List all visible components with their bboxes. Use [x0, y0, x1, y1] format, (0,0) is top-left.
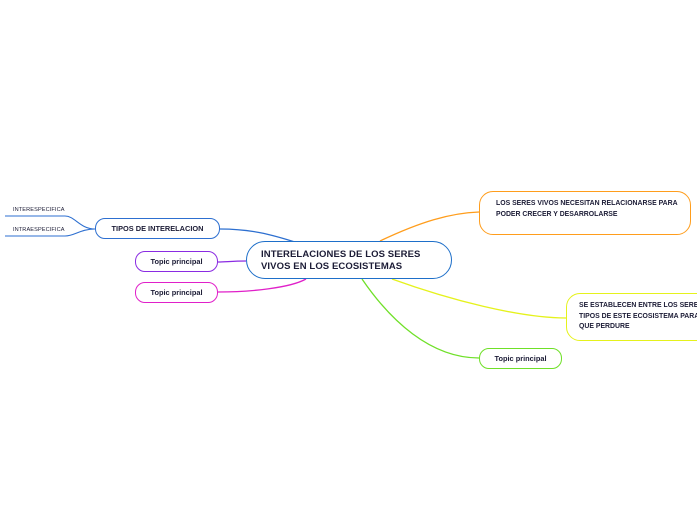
topic-label: TIPOS DE INTERELACION [111, 224, 204, 233]
topic-label: LOS SERES VIVOS NECESITAN RELACIONARSE P… [496, 200, 678, 218]
topic-label: Topic principal [150, 257, 203, 266]
connector-topic1 [217, 260, 247, 263]
topic-se-establecen[interactable]: SE ESTABLECEN ENTRE LOS SERES TIPOS DE E… [566, 293, 697, 341]
topic-label: Topic principal [150, 288, 203, 297]
connector-inter [5, 215, 96, 230]
connector-topic3 [361, 278, 480, 359]
subtopic-interespecifica[interactable]: INTERESPECIFICA [13, 207, 65, 213]
topic-principal-2[interactable]: Topic principal [135, 282, 218, 303]
topic-principal-3[interactable]: Topic principal [479, 348, 562, 369]
connector-topic2 [217, 278, 307, 293]
connector-intra [5, 228, 96, 237]
topic-label: Topic principal [494, 354, 547, 363]
topic-seres-vivos[interactable]: LOS SERES VIVOS NECESITAN RELACIONARSE P… [479, 191, 691, 235]
topic-label: SE ESTABLECEN ENTRE LOS SERES TIPOS DE E… [579, 302, 697, 330]
topic-tipos-de-interelacion[interactable]: TIPOS DE INTERELACION [95, 218, 220, 239]
connector-tipos [219, 228, 299, 244]
central-topic[interactable]: INTERELACIONES DE LOS SERES VIVOS EN LOS… [246, 241, 452, 279]
connector-seres [379, 211, 480, 242]
topic-principal-1[interactable]: Topic principal [135, 251, 218, 272]
connector-estab [391, 278, 567, 319]
subtopic-intraespecifica[interactable]: INTRAESPECIFICA [13, 227, 65, 233]
central-topic-label: INTERELACIONES DE LOS SERES VIVOS EN LOS… [261, 249, 421, 272]
